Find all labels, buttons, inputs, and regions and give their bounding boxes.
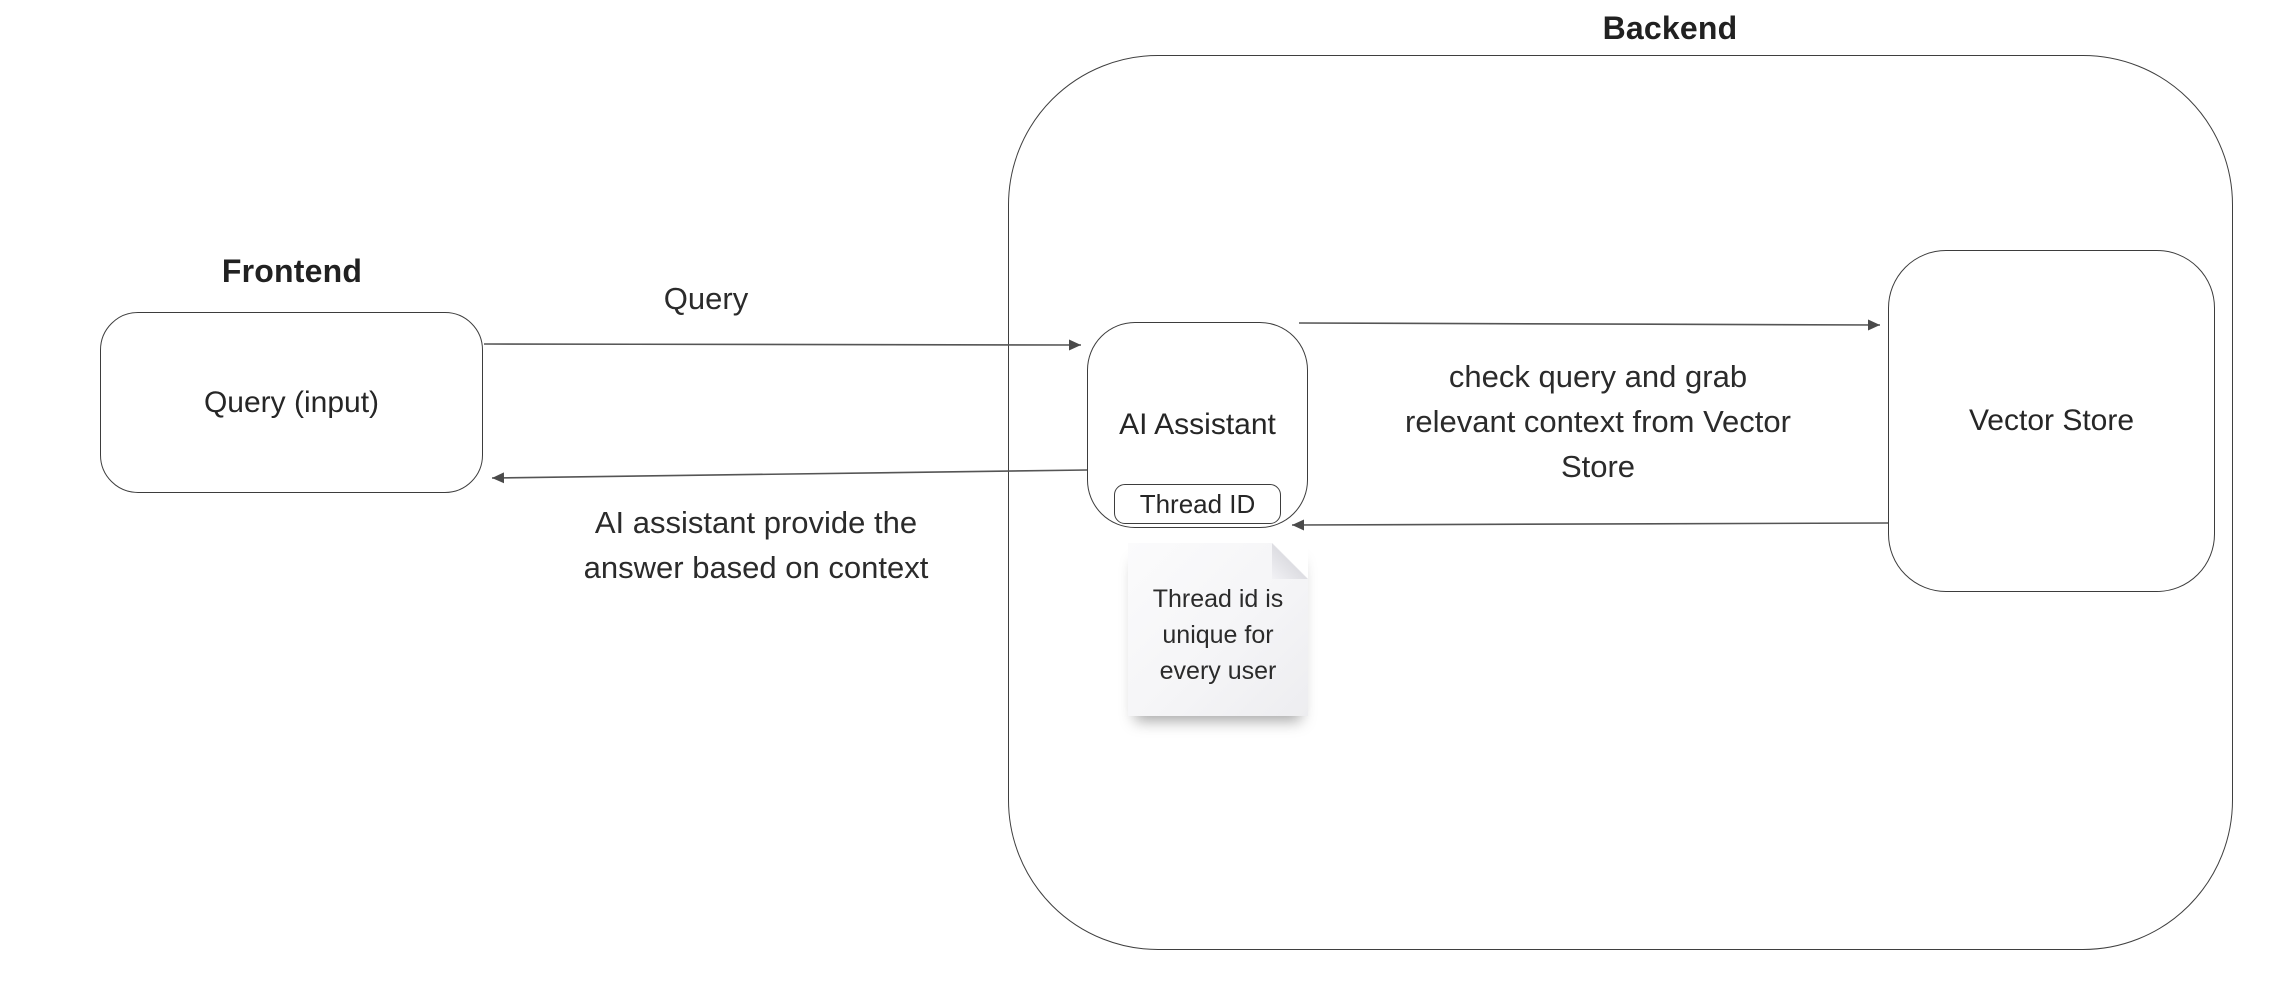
backend-group-container [1008,55,2233,950]
thread-id-label: Thread ID [1139,488,1256,519]
thread-id-sticky-note: Thread id is unique for every user [1128,543,1308,716]
context-request-edge-label: check query and grab relevant context fr… [1405,359,1791,484]
query-input-label: Query (input) [203,385,380,419]
query-arrow [483,339,1082,351]
query-edge-label: Query [663,281,749,316]
frontend-title: Frontend [221,253,363,289]
sticky-note-fold-corner [1272,543,1308,579]
answer-edge-label: AI assistant provide the answer based on… [583,505,929,585]
answer-arrow [491,469,1088,484]
vector-store-label: Vector Store [1968,404,2135,437]
ai-assistant-label: AI Assistant [1119,408,1276,441]
ai-assistant-node: AI Assistant Thread ID [1087,322,1308,528]
query-input-node: Query (input) [100,312,483,493]
sticky-note-text: Thread id is unique for every user [1152,585,1284,685]
thread-id-badge: Thread ID [1114,484,1281,524]
backend-title: Backend [1602,10,1738,46]
vector-store-node: Vector Store [1888,250,2215,592]
